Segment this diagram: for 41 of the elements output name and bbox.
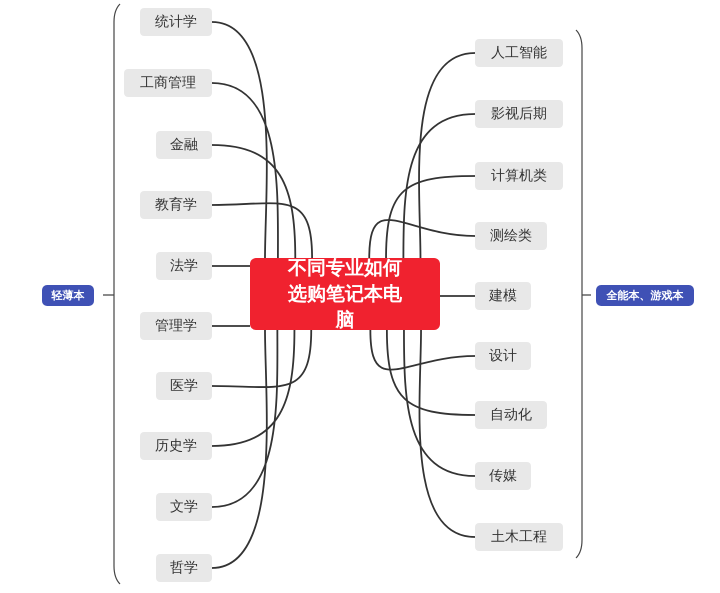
connector xyxy=(212,330,312,388)
topic-box: 土木工程 xyxy=(475,523,563,551)
connector xyxy=(212,330,268,569)
connector xyxy=(418,52,476,258)
connector xyxy=(212,21,268,258)
topic-box: 人工智能 xyxy=(475,39,563,67)
topic-box: 历史学 xyxy=(140,432,212,460)
topic-box: 影视后期 xyxy=(475,100,563,128)
topic-box: 教育学 xyxy=(140,191,212,219)
topic-box: 文学 xyxy=(156,493,212,521)
connector xyxy=(212,330,296,447)
topic-box: 工商管理 xyxy=(124,69,212,97)
topic-box: 法学 xyxy=(156,252,212,280)
topic-box: 管理学 xyxy=(140,312,212,340)
topic-box: 传媒 xyxy=(475,462,531,490)
topic-box: 建模 xyxy=(475,282,531,310)
topic-box: 统计学 xyxy=(140,8,212,36)
summary-label: 全能本、游戏本 xyxy=(596,285,694,306)
connector xyxy=(418,330,476,538)
connector xyxy=(212,265,250,267)
connector xyxy=(212,144,296,258)
connector xyxy=(385,175,476,258)
central-topic-box: 不同专业如何选购笔记本电脑 xyxy=(250,258,440,330)
connector xyxy=(369,330,476,370)
connector xyxy=(212,330,278,508)
connector xyxy=(212,202,313,258)
connector xyxy=(402,113,476,258)
summary-label: 轻薄本 xyxy=(42,285,94,306)
topic-box: 自动化 xyxy=(475,401,547,429)
connector xyxy=(386,330,476,416)
connector xyxy=(212,82,279,258)
topic-box: 设计 xyxy=(475,342,531,370)
topic-box: 哲学 xyxy=(156,554,212,582)
topic-box: 医学 xyxy=(156,372,212,400)
topic-box: 金融 xyxy=(156,131,212,159)
topic-box: 测绘类 xyxy=(475,222,547,250)
connector xyxy=(368,219,476,258)
connector xyxy=(440,295,475,297)
topic-box: 计算机类 xyxy=(475,162,563,190)
connector xyxy=(403,330,476,477)
connector xyxy=(212,325,250,327)
